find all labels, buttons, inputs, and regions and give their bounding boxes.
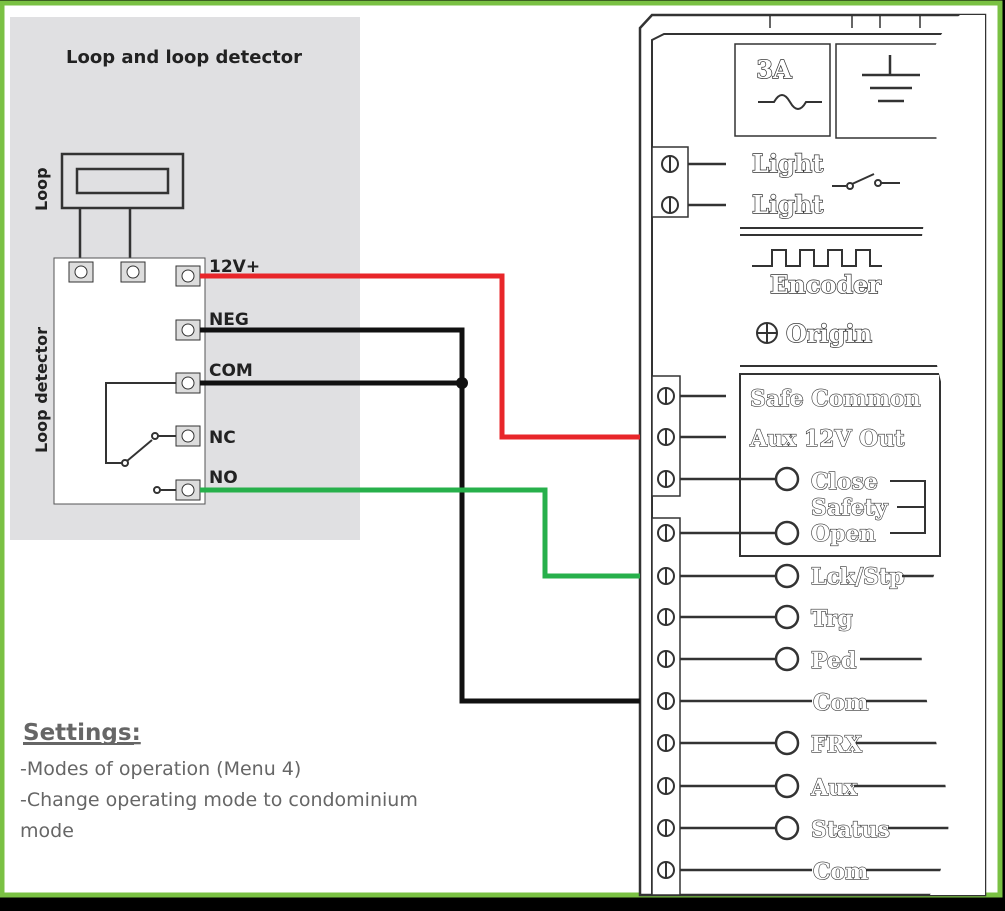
detector-terminal-nc xyxy=(175,425,201,447)
detector-terminal-12v xyxy=(175,265,201,287)
terminal-label-nc: NC xyxy=(209,428,236,448)
loop-terminals xyxy=(68,261,146,283)
fuse-symbol: 3A xyxy=(734,43,831,137)
relay-contact-symbol xyxy=(105,382,176,494)
input-label-aux: Aux xyxy=(810,775,858,801)
detector-terminal-com xyxy=(175,372,201,394)
input-label-frx: FRX xyxy=(811,732,863,758)
detector-terminal-neg xyxy=(175,319,201,341)
loop-label: Loop xyxy=(32,167,51,211)
open-label: Open xyxy=(811,521,876,547)
terminal-label-com: COM xyxy=(209,361,253,381)
wire-junction xyxy=(456,377,468,389)
detector-terminal-no xyxy=(175,479,201,501)
safety-block xyxy=(739,373,941,557)
origin-icon xyxy=(756,322,778,344)
terminal-label-12v: 12V+ xyxy=(209,257,260,277)
encoder-label: Encoder xyxy=(770,270,881,299)
light-terminals xyxy=(651,146,726,218)
origin-label: Origin xyxy=(786,319,872,348)
settings-line-1: -Modes of operation (Menu 4) xyxy=(20,758,301,780)
loop-coil xyxy=(60,152,185,262)
settings-title: Settings: xyxy=(23,720,141,746)
aux-12v-out-label: Aux 12V Out xyxy=(749,426,905,452)
safe-common-label: Safe Common xyxy=(750,386,921,412)
settings-note: Settings: -Modes of operation (Menu 4) -… xyxy=(20,720,418,842)
settings-line-3: mode xyxy=(20,820,74,842)
settings-line-2: -Change operating mode to condominium xyxy=(20,789,418,811)
safety-label: Safety xyxy=(811,495,889,521)
wire-no-green xyxy=(200,487,640,579)
terminal-label-neg: NEG xyxy=(209,310,249,330)
input-circles xyxy=(774,466,800,841)
input-label-ped: Ped xyxy=(811,648,856,674)
terminal-leads xyxy=(680,394,812,872)
switch-icon xyxy=(832,173,900,190)
light-label-2: Light xyxy=(752,190,823,219)
input-label-com-2: Com xyxy=(813,859,868,885)
input-label-lck-stp: Lck/Stp xyxy=(811,564,905,590)
torn-edge xyxy=(920,15,985,895)
terminal-label-no: NO xyxy=(209,468,238,488)
loop-panel: Loop and loop detector Loop Loop detecto… xyxy=(10,17,360,540)
loop-panel-title: Loop and loop detector xyxy=(66,47,302,68)
fuse-label: 3A xyxy=(756,55,792,84)
encoder-icon xyxy=(752,249,882,267)
input-label-status: Status xyxy=(811,817,890,843)
detector-label: Loop detector xyxy=(32,327,51,453)
light-label-1: Light xyxy=(752,149,823,178)
input-label-com-1: Com xyxy=(813,690,868,716)
controller-terminals xyxy=(657,387,675,879)
controller-board: 3A Light Light Encoder Origin xyxy=(638,13,987,897)
safety-bracket xyxy=(890,480,926,534)
close-label: Close xyxy=(811,469,878,495)
input-label-trg: Trg xyxy=(811,606,853,632)
wire-neg-com-black xyxy=(200,327,640,704)
wire-12v-red xyxy=(200,273,640,440)
